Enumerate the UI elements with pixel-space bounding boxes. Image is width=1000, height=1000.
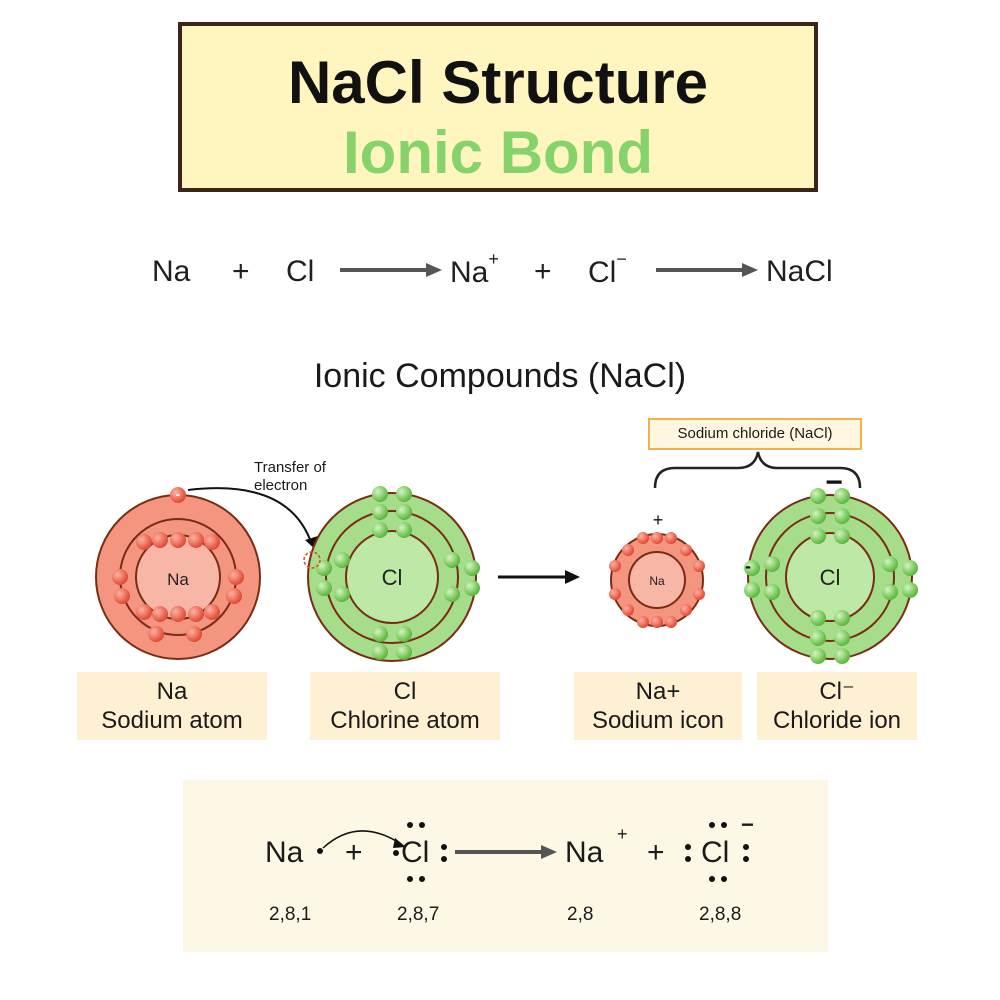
valence-dot-icon [709,822,715,828]
eq-na-ion-charge: + [488,249,499,269]
eq-na-ion: Na+ [450,249,499,290]
lewis-arrow [455,845,557,859]
valence-dot-icon [743,844,749,850]
valence-dot-icon [407,822,413,828]
valence-dot-icon [721,876,727,882]
chlorine-atom: Cl [303,486,480,662]
eq-cl: Cl [286,255,315,288]
caption-line-1: Na+ [635,678,681,705]
config-cl-ion: 2,8,8 [699,904,742,925]
sodium-electrons [112,487,244,642]
valence-dot-icon [393,850,399,856]
sodium-ion: Na + [609,510,705,628]
nacl-label: Sodium chloride (NaCl) [648,418,862,450]
eq-na: Na [152,255,191,288]
chloride-ion-charge: − [825,466,843,499]
eq-arrow-2 [656,263,758,277]
caption-line-2: Chlorine atom [330,707,480,734]
chlorine-electrons [316,486,480,660]
valence-dot-icon [317,848,323,854]
sodium-ion-symbol: Na [649,574,665,588]
lewis-panel: Na + Cl Na + + Cl − 2,8,1 2,8,7 2,8 2,8,… [183,780,828,952]
transfer-arrow [187,487,313,546]
caption-sodium-atom: Na Sodium atom [77,672,267,740]
lewis-plus-2: + [647,836,665,869]
caption-line-2: Sodium icon [591,707,725,734]
sodium-electron-sign: - [176,486,181,502]
valence-dot-icon [419,822,425,828]
chloride-ion-electrons [744,488,918,664]
transfer-label: Transfer of electron [254,459,326,495]
chlorine-symbol: Cl [382,565,403,590]
valence-dot-icon [441,844,447,850]
caption-sodium-ion: Na+ Sodium icon [574,672,742,740]
caption-line-2: Chloride ion [772,707,902,734]
eq-na-ion-symbol: Na [450,256,489,289]
caption-chlorine-atom: Cl Chlorine atom [310,672,500,740]
sodium-symbol: Na [167,570,189,589]
title-box: NaCl Structure Ionic Bond [178,22,818,192]
lewis-transfer-arrow [322,830,406,849]
config-cl: 2,8,7 [397,904,440,925]
sodium-ion-electrons [609,532,705,628]
lewis-na-ion: Na [565,836,604,869]
valence-dot-icon [419,876,425,882]
lewis-cl-ion-charge: − [741,812,754,837]
config-na: 2,8,1 [269,904,312,925]
valence-dot-icon [407,876,413,882]
eq-cl-ion: Cl− [588,249,627,290]
reaction-arrowhead-icon [565,570,580,584]
eq-plus-1: + [232,255,250,288]
valence-dot-icon [441,856,447,862]
caption-chloride-ion: Cl⁻ Chloride ion [757,672,917,740]
lewis-na: Na [265,836,304,869]
sodium-ion-charge: + [653,510,664,530]
caption-line-2: Sodium atom [101,707,243,734]
chloride-ion-left-sign: - [745,556,751,576]
valence-dot-icon [721,822,727,828]
caption-line-1: Cl⁻ [819,678,855,705]
brace-icon [653,451,862,489]
chloride-ion: Cl − - [744,466,918,664]
electron-vacancy-icon [303,551,321,569]
caption-line-1: Cl [393,678,417,705]
chloride-ion-symbol: Cl [820,565,841,590]
eq-cl-ion-charge: − [616,249,627,269]
caption-line-1: Na [156,678,188,705]
eq-cl-ion-symbol: Cl [588,256,617,289]
lewis-cl-ion: Cl [701,836,730,869]
page-title: NaCl Structure [287,49,709,116]
atom-diagram: Na - Cl [95,451,918,664]
page-subtitle: Ionic Bond [343,119,653,186]
eq-product: NaCl [766,255,833,288]
lewis-cl: Cl [401,836,430,869]
section-title: Ionic Compounds (NaCl) [313,357,687,395]
eq-plus-2: + [534,255,552,288]
transfer-label-line-1: Transfer of [254,459,326,476]
sodium-atom: Na - [95,486,261,660]
config-na-ion: 2,8 [567,904,594,925]
valence-dot-icon [685,844,691,850]
valence-dot-icon [743,856,749,862]
valence-dot-icon [685,856,691,862]
valence-dot-icon [709,876,715,882]
eq-arrow-1 [340,263,442,277]
lewis-na-ion-charge: + [617,824,628,844]
lewis-plus-1: + [345,836,363,869]
transfer-label-line-2: electron [254,477,308,494]
